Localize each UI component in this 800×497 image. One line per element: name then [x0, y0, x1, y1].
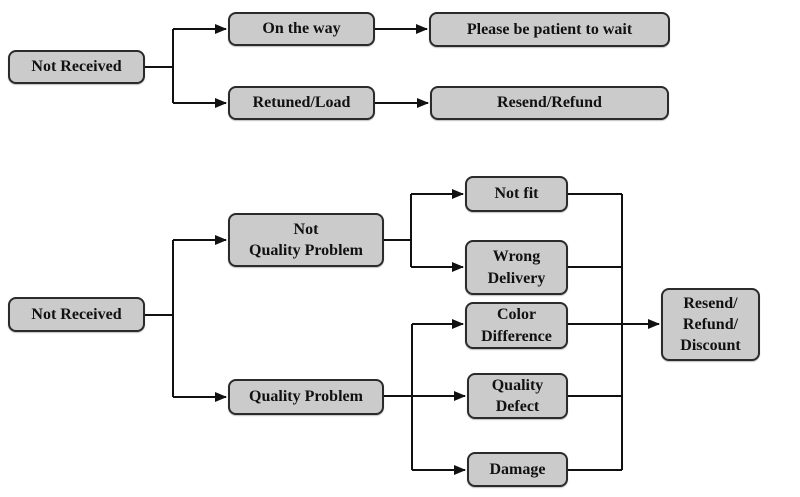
node-on-the-way: On the way [228, 12, 375, 46]
node-not-fit: Not fit [465, 176, 568, 212]
node-not-received-bottom: Not Received [8, 297, 145, 332]
node-resend-refund-discount: Resend/ Refund/ Discount [661, 288, 760, 361]
node-damage: Damage [467, 452, 568, 487]
node-please-be-patient: Please be patient to wait [429, 12, 670, 47]
node-quality-defect: Quality Defect [467, 373, 568, 419]
node-quality-problem: Quality Problem [228, 379, 384, 415]
node-resend-refund: Resend/Refund [430, 86, 669, 120]
node-retuned-load: Retuned/Load [228, 86, 375, 120]
node-color-difference: Color Difference [465, 302, 568, 349]
node-not-quality-problem: Not Quality Problem [228, 213, 384, 267]
node-wrong-delivery: Wrong Delivery [465, 240, 568, 295]
node-not-received-top: Not Received [8, 50, 145, 84]
